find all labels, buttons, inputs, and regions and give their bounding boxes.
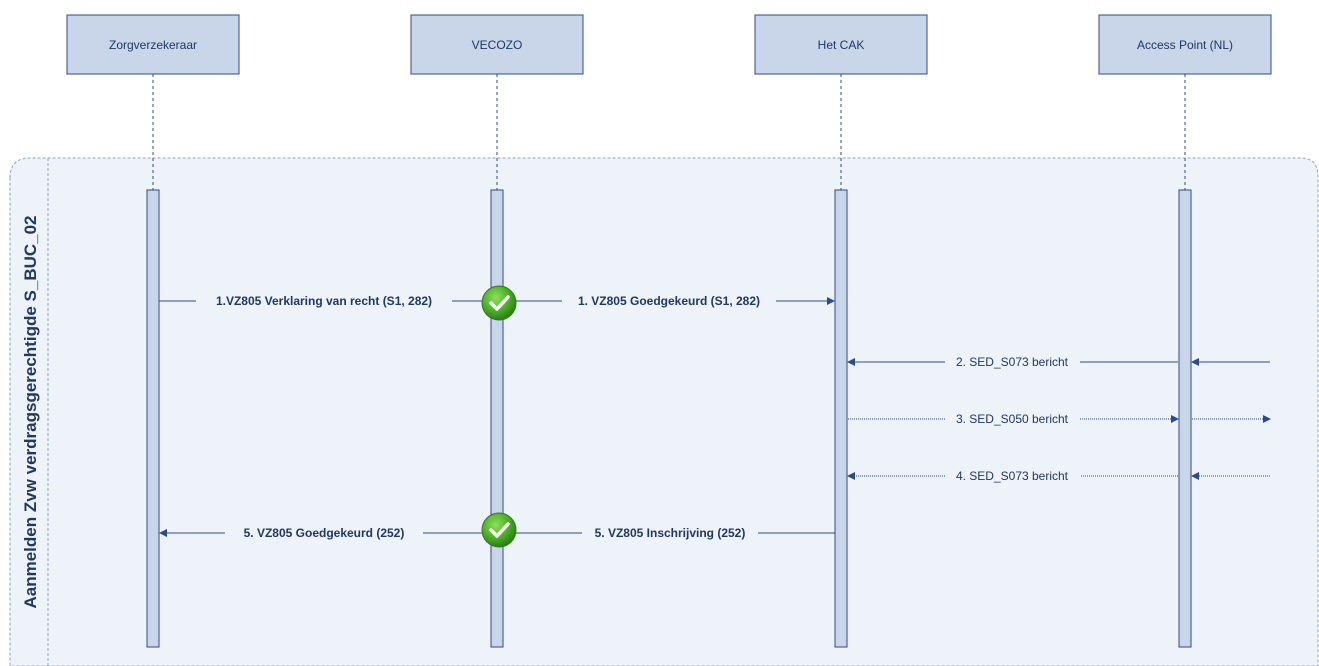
actor-label: Het CAK bbox=[818, 38, 865, 52]
actor-label: Access Point (NL) bbox=[1137, 38, 1233, 52]
actor-zorgverzekeraar: Zorgverzekeraar bbox=[66, 14, 240, 75]
message-label: 3. SED_S050 bericht bbox=[956, 412, 1069, 426]
message-3-s050: 3. SED_S050 bericht bbox=[848, 412, 1271, 426]
actor-het-cak: Het CAK bbox=[754, 14, 928, 75]
message-2-s073: 2. SED_S073 bericht bbox=[847, 355, 1270, 369]
activation-bar bbox=[490, 189, 504, 648]
message-5-inschrijving: 5. VZ805 Inschrijving (252) bbox=[515, 526, 835, 540]
activation-bar bbox=[1178, 189, 1192, 648]
message-label: 2. SED_S073 bericht bbox=[956, 355, 1069, 369]
message-4-s073: 4. SED_S073 bericht bbox=[847, 469, 1270, 483]
message-label: 1. VZ805 Goedgekeurd (S1, 282) bbox=[578, 294, 760, 308]
swimlane: Aanmelden Zvw verdragsgerechtigde S_BUC_… bbox=[9, 157, 1319, 666]
message-label: 1.VZ805 Verklaring van recht (S1, 282) bbox=[216, 294, 432, 308]
message-label: 4. SED_S073 bericht bbox=[956, 469, 1069, 483]
actor-label: VECOZO bbox=[472, 38, 523, 52]
activation-bar bbox=[834, 189, 848, 648]
lane-title: Aanmelden Zvw verdragsgerechtigde S_BUC_… bbox=[21, 215, 40, 608]
actor-label: Zorgverzekeraar bbox=[109, 38, 197, 52]
message-label: 5. VZ805 Inschrijving (252) bbox=[595, 526, 746, 540]
lifelines bbox=[152, 74, 1186, 190]
message-label: 5. VZ805 Goedgekeurd (252) bbox=[244, 526, 405, 540]
check-circle-icon bbox=[481, 512, 517, 548]
message-1-verklaring: 1.VZ805 Verklaring van recht (S1, 282) bbox=[159, 294, 485, 308]
message-5-goedgekeurd: 5. VZ805 Goedgekeurd (252) bbox=[159, 526, 485, 540]
actor-vecozo: VECOZO bbox=[410, 14, 584, 75]
actor-access-point: Access Point (NL) bbox=[1098, 14, 1272, 75]
message-1-goedgekeurd: 1. VZ805 Goedgekeurd (S1, 282) bbox=[515, 294, 835, 308]
check-circle-icon bbox=[481, 285, 517, 321]
activation-bar bbox=[146, 189, 160, 648]
